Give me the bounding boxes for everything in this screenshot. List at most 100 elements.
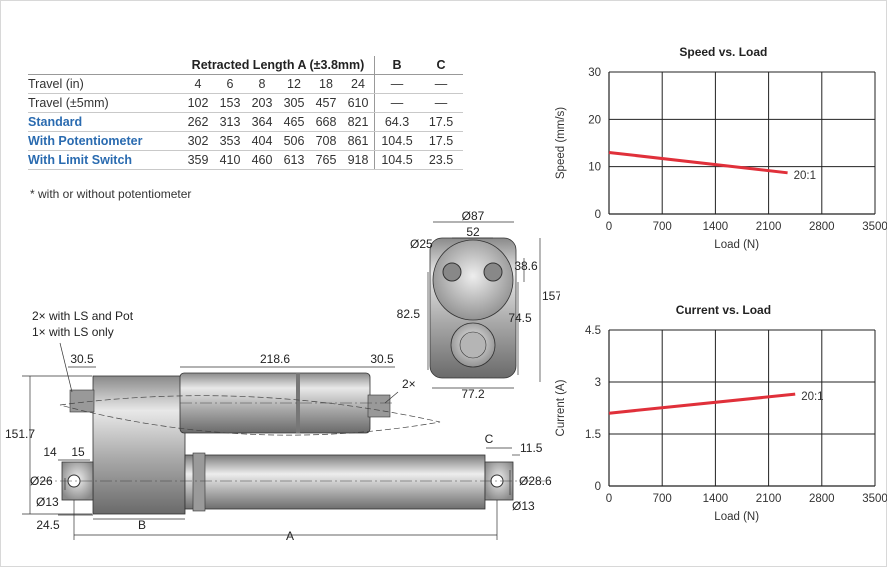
table-cell: 668: [310, 112, 342, 132]
table-header-row: Retracted Length A (±3.8mm) B C: [28, 56, 463, 75]
end-view-port-left: [442, 262, 462, 282]
dimension-label-dphi13b: Ø13: [512, 499, 535, 513]
dimension-label-dB: B: [138, 518, 146, 532]
x-tick-label: 2800: [809, 221, 835, 233]
motor-band: [296, 373, 300, 433]
table-cell: 364: [246, 112, 278, 132]
y-tick-label: 0: [595, 481, 601, 493]
row-label: With Potentiometer: [28, 131, 182, 151]
header-b: B: [374, 56, 419, 75]
y-tick-label: 30: [588, 67, 601, 79]
table-cell: 457: [310, 93, 342, 113]
table-cell: 404: [246, 131, 278, 151]
table-cell: 24: [342, 74, 375, 94]
x-tick-label: 0: [606, 493, 612, 505]
cable-gland-left: [69, 389, 95, 413]
table-cell: 506: [278, 131, 310, 151]
end-view-port-right: [483, 262, 503, 282]
header-retracted-length: Retracted Length A (±3.8mm): [182, 56, 375, 75]
y-tick-label: 3: [595, 377, 601, 389]
dimension-label-callout-line1: 2× with LS and Pot: [32, 309, 134, 323]
table-cell: 153: [214, 93, 246, 113]
table-cell-b: 104.5: [374, 150, 419, 170]
x-tick-label: 1400: [703, 493, 729, 505]
spec-table: Retracted Length A (±3.8mm) B C Travel (…: [28, 56, 463, 170]
table-footnote: * with or without potentiometer: [30, 187, 192, 201]
table-cell: 410: [214, 150, 246, 170]
dimension-label-d14: 14: [43, 445, 57, 459]
dimension-label-dA: A: [286, 529, 294, 543]
dimension-label-d30-5b: 30.5: [370, 352, 394, 366]
y-tick-label: 0: [595, 209, 601, 221]
table-cell: 821: [342, 112, 375, 132]
table-cell: 262: [182, 112, 214, 132]
dimension-label-dphi25: Ø25: [410, 237, 433, 251]
dimension-label-dphi87: Ø87: [462, 209, 485, 223]
x-tick-label: 2800: [809, 493, 835, 505]
dimension-label-d30-5a: 30.5: [70, 352, 94, 366]
table-cell-c: 23.5: [419, 150, 463, 170]
table-cell: 918: [342, 150, 375, 170]
dimension-label-dphi28-6: Ø28.6: [519, 474, 552, 488]
row-label: Travel (±5mm): [28, 93, 182, 113]
dimension-label-dphi26: Ø26: [30, 474, 53, 488]
table-cell-b: —: [374, 93, 419, 113]
x-tick-label: 1400: [703, 221, 729, 233]
series-line: [608, 392, 796, 415]
rod-collar: [192, 452, 206, 512]
table-cell: 861: [342, 131, 375, 151]
table-cell: 302: [182, 131, 214, 151]
header-blank: [28, 56, 182, 75]
dimension-label-d77-2: 77.2: [461, 387, 485, 401]
table-cell: 102: [182, 93, 214, 113]
y-tick-label: 1.5: [585, 429, 601, 441]
table-cell: 765: [310, 150, 342, 170]
table-cell: 610: [342, 93, 375, 113]
chart-title: Speed vs. Load: [679, 45, 767, 59]
y-tick-label: 10: [588, 162, 601, 174]
table-cell: 465: [278, 112, 310, 132]
table-cell: 708: [310, 131, 342, 151]
dimension-label-callout-line2: 1× with LS only: [32, 325, 114, 339]
x-tick-label: 700: [653, 221, 672, 233]
end-view-motor-circle: [432, 239, 514, 321]
series-label: 20:1: [794, 170, 816, 182]
x-tick-label: 700: [653, 493, 672, 505]
y-tick-label: 20: [588, 114, 601, 126]
y-tick-label: 4.5: [585, 325, 601, 337]
x-tick-label: 0: [606, 221, 612, 233]
table-cell: 460: [246, 150, 278, 170]
table-cell: 6: [214, 74, 246, 94]
dimension-label-dC: C: [485, 432, 494, 446]
x-axis-label: Load (N): [714, 511, 759, 523]
row-label: With Limit Switch: [28, 150, 182, 170]
table-cell: 313: [214, 112, 246, 132]
table-cell: 18: [310, 74, 342, 94]
table-cell-c: —: [419, 74, 463, 94]
y-axis-label: Current (A): [555, 379, 567, 436]
dimension-label-d157: 157: [542, 289, 560, 303]
table-cell-c: —: [419, 93, 463, 113]
dimension-label-d24-5: 24.5: [36, 518, 60, 532]
end-view-rod: [459, 331, 487, 359]
dimension-label-d38-6: 38.6: [514, 259, 538, 273]
dimension-label-d52: 52: [466, 225, 480, 239]
table-cell: 359: [182, 150, 214, 170]
table-cell-b: —: [374, 74, 419, 94]
table-cell-b: 64.3: [374, 112, 419, 132]
dimension-label-d15: 15: [71, 445, 85, 459]
dimension-label-d82-5: 82.5: [397, 307, 421, 321]
series-label: 20:1: [801, 391, 823, 403]
dimension-label-d11-5: 11.5: [520, 441, 543, 455]
row-label: Standard: [28, 112, 182, 132]
actuator-rod: [184, 454, 486, 510]
table-cell: 305: [278, 93, 310, 113]
x-tick-label: 2100: [756, 221, 782, 233]
